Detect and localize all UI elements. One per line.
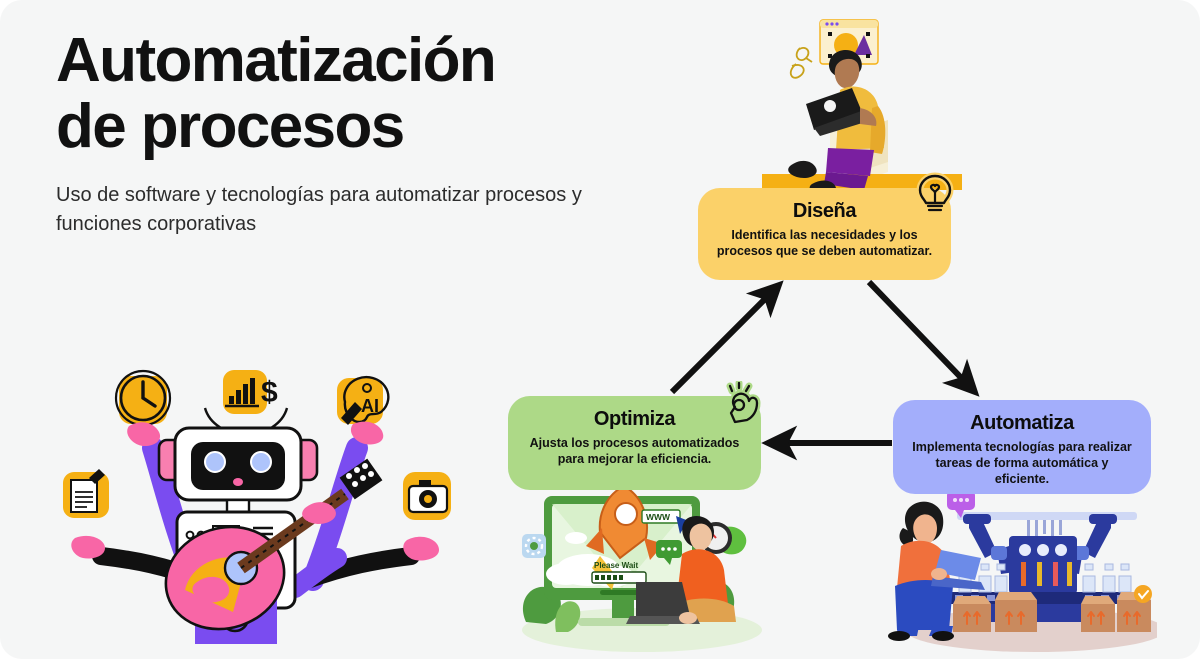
person-designing-illustration — [762, 19, 962, 196]
card-automatiza-description: Implementa tecnologías para realizar tar… — [912, 440, 1132, 486]
arrow-disena-to-automatiza — [866, 279, 980, 397]
page-title: Automatización de procesos — [56, 28, 676, 159]
card-disena-description: Identifica las necesidades y los proceso… — [716, 228, 933, 258]
chart-money-icon: $ — [223, 370, 278, 414]
card-optimiza[interactable]: Optimiza Ajusta los procesos automatizad… — [508, 396, 761, 490]
card-automatiza-title: Automatiza — [970, 412, 1074, 434]
document-pen-icon — [63, 469, 109, 518]
svg-text:$: $ — [261, 376, 278, 409]
camera-icon — [403, 472, 451, 520]
card-automatiza[interactable]: Automatiza Implementa tecnologías para r… — [893, 400, 1151, 494]
headline-block: Automatización de procesos Uso de softwa… — [56, 28, 676, 238]
card-optimiza-title: Optimiza — [593, 408, 676, 430]
card-optimiza-description: Ajusta los procesos automatizados para m… — [529, 436, 740, 466]
loading-label: Please Wait — [594, 561, 639, 570]
rocket-launch-illustration: WWW Please Wait — [522, 484, 762, 652]
svg-text:AI: AI — [361, 396, 379, 416]
clock-icon — [114, 369, 172, 427]
card-disena-title: Diseña — [792, 200, 857, 222]
multitasking-robot-illustration: $ AI — [63, 369, 451, 644]
arrow-optimiza-to-disena — [669, 280, 784, 395]
browser-url-label: WWW — [646, 512, 671, 522]
lightbulb-icon — [916, 172, 954, 214]
page-subtitle: Uso de software y tecnologías para autom… — [56, 184, 582, 235]
page-title-line-1: Automatización — [56, 26, 497, 95]
page-title-line-2: de procesos — [56, 91, 405, 161]
card-disena[interactable]: Diseña Identifica las necesidades y los … — [698, 188, 951, 280]
ok-hand-icon — [726, 381, 761, 426]
factory-automation-illustration — [888, 490, 1157, 652]
ai-palette-icon: AI — [337, 375, 390, 425]
